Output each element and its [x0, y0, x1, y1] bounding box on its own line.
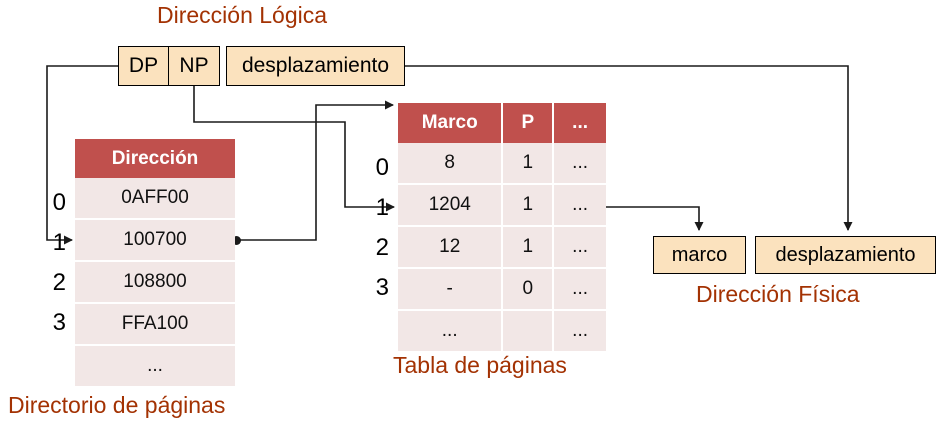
line-dp-to-directory — [46, 65, 118, 245]
column-header-ellipsis: ... — [554, 103, 606, 143]
page-table: Marco P ... 8 1 ... 1204 1 ... 12 1 ... — [398, 103, 606, 351]
pagetable-row-index-0: 0 — [375, 154, 389, 181]
cell-direccion-ellipsis: ... — [75, 346, 235, 386]
directory-row-index-2: 2 — [52, 269, 66, 296]
cell-p: 1 — [503, 143, 555, 185]
table-row[interactable]: ... — [75, 346, 235, 386]
cell-marco: - — [398, 269, 504, 311]
page-directory-table: Dirección 0AFF00 100700 108800 FFA100 ..… — [75, 139, 235, 386]
cell-marco: 12 — [398, 227, 504, 269]
column-header-p: P — [503, 103, 555, 143]
cell-ellipsis: ... — [554, 185, 606, 227]
cell-p-empty — [503, 311, 555, 351]
column-header-marco: Marco — [398, 103, 504, 143]
pagetable-row-index-1: 1 — [375, 194, 389, 221]
page-title-physical-address: Dirección Física — [696, 281, 860, 307]
cell-marco-ellipsis: ... — [398, 311, 504, 351]
physical-field-frame[interactable]: marco — [653, 236, 746, 274]
cell-p: 1 — [503, 227, 555, 269]
directory-selection-dot — [232, 236, 241, 245]
pagetable-row-index-3: 3 — [375, 274, 389, 301]
cell-marco: 8 — [398, 143, 504, 185]
logical-field-dp[interactable]: DP — [118, 46, 169, 86]
cell-ellipsis: ... — [554, 143, 606, 185]
logical-field-offset[interactable]: desplazamiento — [226, 46, 405, 86]
cell-ellipsis: ... — [554, 269, 606, 311]
cell-direccion: 108800 — [75, 262, 235, 304]
table-row[interactable]: ... ... — [398, 311, 606, 351]
cell-direccion: FFA100 — [75, 304, 235, 346]
pagetable-row-index-2: 2 — [375, 234, 389, 261]
line-np-to-pagetable — [193, 86, 395, 212]
directory-row-index-1: 1 — [52, 229, 66, 256]
column-header-direccion: Dirección — [75, 139, 235, 178]
caption-page-table: Tabla de páginas — [393, 352, 567, 378]
table-header-row: Dirección — [75, 139, 235, 178]
cell-ellipsis: ... — [554, 227, 606, 269]
table-row[interactable]: 1204 1 ... — [398, 185, 606, 227]
physical-field-offset[interactable]: desplazamiento — [755, 236, 936, 274]
cell-ellipsis: ... — [554, 311, 606, 351]
table-row[interactable]: - 0 ... — [398, 269, 606, 311]
caption-page-directory: Directorio de páginas — [8, 392, 226, 418]
page-title-logical-address: Dirección Lógica — [157, 2, 328, 28]
table-row[interactable]: 8 1 ... — [398, 143, 606, 185]
cell-direccion: 0AFF00 — [75, 178, 235, 220]
directory-row-index-0: 0 — [52, 189, 66, 216]
table-row[interactable]: 108800 — [75, 262, 235, 304]
table-row[interactable]: 100700 — [75, 220, 235, 262]
cell-p: 1 — [503, 185, 555, 227]
logical-field-np[interactable]: NP — [168, 46, 220, 86]
table-row[interactable]: FFA100 — [75, 304, 235, 346]
table-row[interactable]: 12 1 ... — [398, 227, 606, 269]
cell-marco: 1204 — [398, 185, 504, 227]
table-row[interactable]: 0AFF00 — [75, 178, 235, 220]
cell-direccion: 100700 — [75, 220, 235, 262]
directory-row-index-3: 3 — [52, 309, 66, 336]
line-directory-to-pagetable — [237, 100, 394, 241]
line-offset-to-physical-offset — [405, 65, 853, 231]
cell-p: 0 — [503, 269, 555, 311]
table-header-row: Marco P ... — [398, 103, 606, 143]
